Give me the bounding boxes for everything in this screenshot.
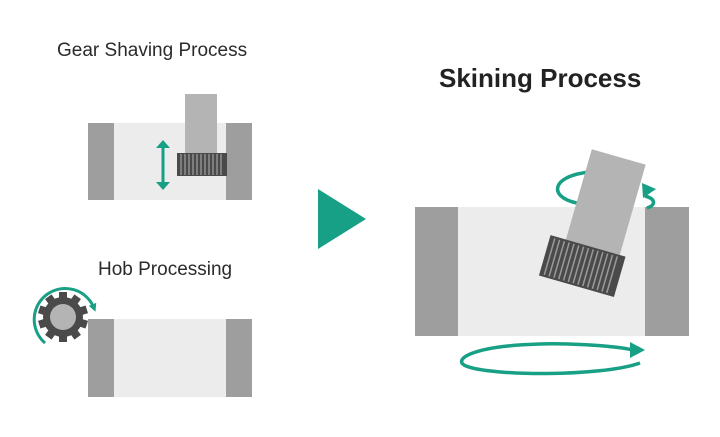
rotation-arrow-icon: [32, 287, 97, 345]
workpiece-right-jaw: [226, 319, 252, 397]
hob-processing-title: Hob Processing: [98, 259, 233, 280]
tool-rotation-arrow-back: [555, 170, 591, 206]
skiving-process-diagram: [415, 149, 689, 376]
hob-processing-diagram: [32, 287, 252, 397]
vertical-motion-arrow-icon: [156, 140, 170, 190]
gear-shaving-title: Gear Shaving Process: [57, 40, 248, 61]
workpiece-rotation-arrow-icon: [459, 342, 641, 376]
skiving-cutter-icon: [538, 235, 626, 298]
skiving-tool-shaft: [565, 149, 646, 257]
tool-rotation-arrow-icon: [644, 194, 656, 210]
workpiece-right-jaw: [226, 123, 252, 200]
workpiece-left-jaw: [88, 319, 114, 397]
tool-rotation-arrowhead: [642, 183, 656, 198]
workpiece-left-jaw: [88, 123, 114, 200]
skiving-process-title: Skining Process: [439, 63, 642, 93]
shaving-tool-shaft: [185, 94, 217, 154]
hob-cutter-icon: [37, 292, 89, 342]
workpiece-rotation-arrowhead: [630, 342, 645, 358]
gear-shaving-diagram: [88, 94, 252, 200]
shaving-cutter-icon: [177, 153, 227, 176]
next-step-arrow-icon: [318, 189, 366, 249]
workpiece-right-jaw: [645, 207, 689, 336]
skiving-tool: [538, 149, 646, 298]
workpiece-left-jaw: [415, 207, 458, 336]
